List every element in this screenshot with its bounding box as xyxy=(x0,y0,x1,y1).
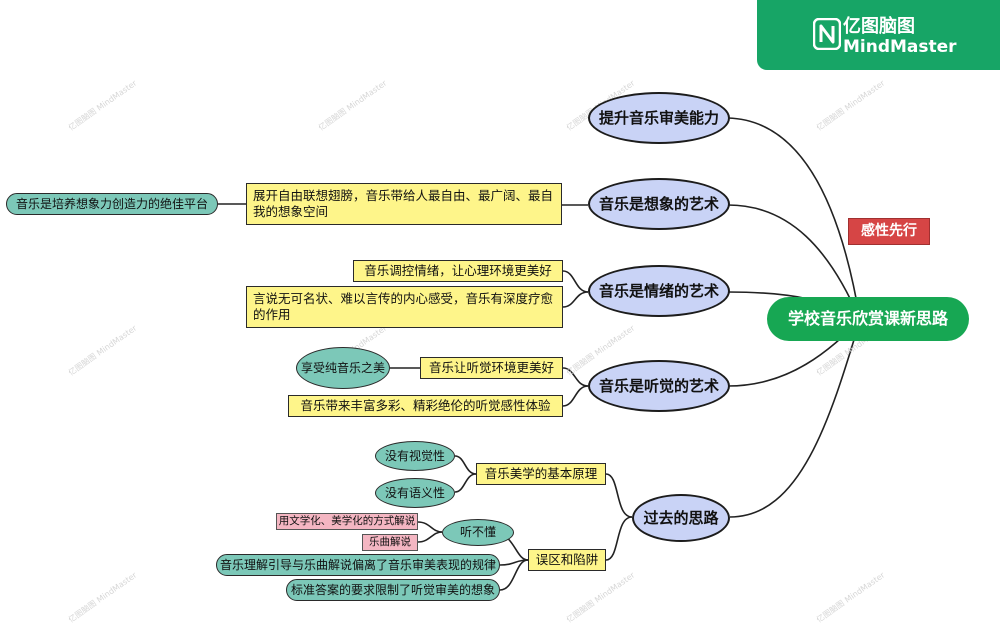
connector-mid1-pink1 xyxy=(417,521,443,533)
leaf-creativity-platform[interactable]: 音乐是培养想象力创造力的绝佳平台 xyxy=(6,193,218,215)
connector-b5-sub1 xyxy=(605,473,633,518)
root-topic[interactable]: 学校音乐欣赏课新思路 xyxy=(767,297,969,341)
branch-hearing[interactable]: 音乐是听觉的艺术 xyxy=(588,360,730,412)
brand-banner: 亿图脑图 MindMaster xyxy=(757,0,1000,70)
connector-b5-sub2 xyxy=(605,516,633,561)
branch-imagination[interactable]: 音乐是想象的艺术 xyxy=(588,178,730,230)
leaf-standard-answer[interactable]: 标准答案的要求限制了听觉审美的想象 xyxy=(286,579,500,601)
leaf-pure-music[interactable]: 享受纯音乐之美 xyxy=(296,347,390,389)
connector-b5sub1-leaf2 xyxy=(454,473,477,493)
leaf-not-understand[interactable]: 听不懂 xyxy=(442,519,514,546)
brand-name-cn: 亿图脑图 xyxy=(843,16,915,37)
connector-root-b2 xyxy=(727,204,861,321)
connector-b3-sub1 xyxy=(562,270,589,293)
connector-b5sub1-leaf1 xyxy=(454,455,477,475)
connector-b3-sub2 xyxy=(562,291,589,308)
connector-root-b1 xyxy=(727,117,861,321)
leaf-literary-explanation[interactable]: 用文学化、美学化的方式解说 xyxy=(276,513,418,530)
leaf-piece-explanation[interactable]: 乐曲解说 xyxy=(362,534,418,551)
leaf-no-visual[interactable]: 没有视觉性 xyxy=(375,441,455,471)
tag-label[interactable]: 感性先行 xyxy=(848,218,930,245)
branch-aesthetic-ability[interactable]: 提升音乐审美能力 xyxy=(588,92,730,144)
subtopic-emotion-control[interactable]: 音乐调控情绪，让心理环境更美好 xyxy=(353,260,563,282)
brand-name-en: MindMaster xyxy=(843,37,957,57)
subtopic-healing[interactable]: 言说无可名状、难以言传的内心感受，音乐有深度疗愈的作用 xyxy=(246,286,563,328)
leaf-guidance-deviation[interactable]: 音乐理解引导与乐曲解说偏离了音乐审美表现的规律 xyxy=(216,554,500,576)
connector-b5sub2-leaf4 xyxy=(499,559,529,591)
subtopic-hearing-environment[interactable]: 音乐让听觉环境更美好 xyxy=(420,357,563,379)
connector-b4-sub1 xyxy=(562,367,589,387)
connector-root-b5 xyxy=(729,319,861,518)
subtopic-hearing-experience[interactable]: 音乐带来丰富多彩、精彩绝伦的听觉感性体验 xyxy=(288,395,563,417)
leaf-no-semantic[interactable]: 没有语义性 xyxy=(375,478,455,508)
branch-emotion[interactable]: 音乐是情绪的艺术 xyxy=(588,265,730,317)
connector-b4-sub2 xyxy=(562,385,589,407)
connector-mid1-pink2 xyxy=(417,531,443,543)
subtopic-pitfalls[interactable]: 误区和陷阱 xyxy=(528,549,606,571)
branch-past-thinking[interactable]: 过去的思路 xyxy=(632,494,730,542)
subtopic-free-imagination[interactable]: 展开自由联想翅膀，音乐带给人最自由、最广阔、最自我的想象空间 xyxy=(246,183,562,225)
subtopic-aesthetics-principles[interactable]: 音乐美学的基本原理 xyxy=(476,463,606,485)
mindmaster-logo-icon xyxy=(813,18,841,50)
